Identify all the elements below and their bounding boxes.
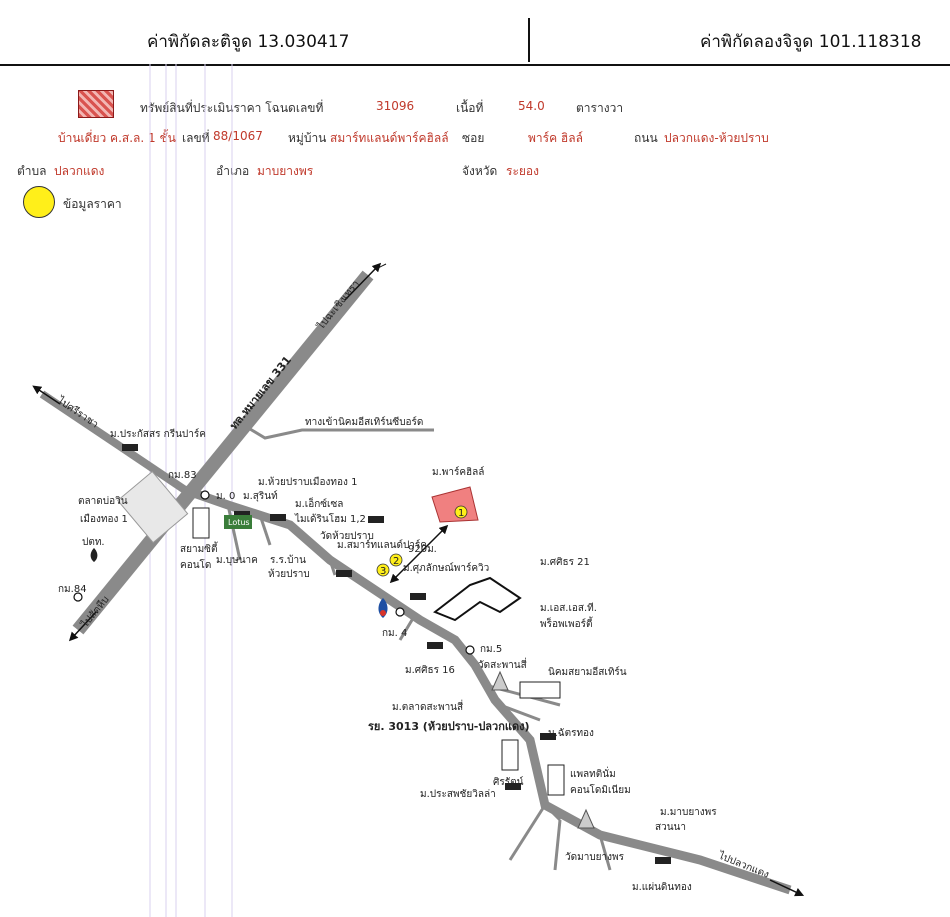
label-market2: เมืองทอง 1 xyxy=(80,513,128,525)
header-divider xyxy=(528,18,530,62)
road-label: ถนน xyxy=(634,131,658,145)
road-3013 xyxy=(183,485,792,895)
label-m-excel: ม.เอ็กซ์เซล xyxy=(295,496,343,510)
lotus-store xyxy=(224,515,252,529)
industrial-estate-icon xyxy=(519,681,561,699)
longitude-text: ค่าพิกัดลองจิจูด 101.118318 xyxy=(700,32,922,52)
label-km83: กม.83 xyxy=(168,470,197,481)
property-parcel xyxy=(431,486,479,523)
label-wat-saphan: วัดสะพานสี่ xyxy=(478,657,527,671)
label-m-excel2: ไมเด้รินโฮม 1,2 xyxy=(294,512,366,525)
arrow-chachoengsao xyxy=(344,262,382,301)
lotus-label: Lotus xyxy=(228,518,250,527)
label-distance: 920ม. xyxy=(408,544,437,555)
village-label: หมู่บ้าน xyxy=(288,131,327,145)
label-industrial-entrance: ทางเข้านิคมอีสเทิร์นซีบอร์ด xyxy=(305,416,423,428)
subdistrict-name: ปลวกแดง xyxy=(54,164,105,178)
village-name: สมาร์ทแลนด์พาร์คฮิลล์ xyxy=(330,131,449,145)
label-siam-city: สยามซิตี้ xyxy=(180,541,219,555)
label-km0: ม. 0 xyxy=(216,491,235,502)
area-value: 54.0 xyxy=(518,99,545,113)
market-area xyxy=(117,470,189,544)
marker-1-label: 1 xyxy=(458,508,464,519)
km-markers xyxy=(73,490,475,655)
label-plantinum2: คอนโดมิเนียม xyxy=(570,783,631,796)
subdistrict-label: ตำบล xyxy=(17,164,47,178)
province-label: จังหวัด xyxy=(462,164,498,178)
label-to-sriracha: ไปศรีราชา xyxy=(54,394,100,431)
label-school2: ห้วยปราบ xyxy=(268,568,310,580)
label-school: ร.ร.บ้าน xyxy=(270,554,306,566)
label-m-suphalak: ม.ศุภลักษณ์พาร์ควิว xyxy=(403,562,489,574)
district-label: อำเภอ xyxy=(216,164,250,178)
label-plantinum: แพลทตินั่ม xyxy=(570,766,616,780)
province-name: ระยอง xyxy=(506,164,539,178)
coordinate-header: ค่าพิกัดละติจูด 13.030417 ค่าพิกัดลองจิจ… xyxy=(0,0,950,66)
gas-station-icon xyxy=(90,548,98,562)
label-m-parkhill: ม.พาร์คฮิลล์ xyxy=(432,466,484,478)
temple-mabyang-icon xyxy=(577,808,595,829)
label-siam-city2: คอนโด xyxy=(180,558,211,571)
label-wat-mabyang: วัดมาบยางพร xyxy=(565,852,625,863)
label-m-talat: ม.ตลาดสะพานสี่ xyxy=(392,699,463,713)
label-m-st: ม.เอส.เอส.ที. xyxy=(540,602,597,614)
arrow-sattahip xyxy=(68,611,97,642)
label-road-331: ทล.หมายเลข 331 xyxy=(227,354,294,432)
property-legend-swatch xyxy=(78,90,114,118)
label-m-sirin21: ม.ศศิธร 21 xyxy=(540,557,590,568)
price-data-legend-dot xyxy=(23,186,55,218)
marker-2-label: 2 xyxy=(393,556,399,567)
road-industrial-entrance xyxy=(234,418,434,440)
ptt-logo-icon xyxy=(378,598,388,618)
soi-label: ซอย xyxy=(462,131,485,145)
label-m-bunnak: ม.บุษนาค xyxy=(216,555,258,566)
arrow-sriracha xyxy=(32,385,61,405)
label-ptt: ปตท. xyxy=(82,537,105,548)
label-to-chachoengsao: ไปฉะเชิงเทรา xyxy=(314,278,361,333)
label-m-smartland: ม.สมาร์ทแลนด์ปาร์ค xyxy=(337,539,427,551)
house-icons xyxy=(122,444,671,864)
marker-3-label: 3 xyxy=(380,566,386,577)
arrow-pluakdaeng xyxy=(769,879,805,897)
deed-number: 31096 xyxy=(376,99,415,113)
latitude-text: ค่าพิกัดละติจูด 13.030417 xyxy=(147,32,350,52)
district-name: มาบยางพร xyxy=(257,164,314,178)
marker-1 xyxy=(454,505,468,519)
building-type: บ้านเดี่ยว ค.ส.ล. 1 ชั้น xyxy=(58,131,176,145)
distance-arrow xyxy=(389,524,449,584)
area-unit: ตารางวา xyxy=(576,101,624,115)
label-m-phaen: ม.แผ่นดินทอง xyxy=(632,882,692,893)
label-m-mabyang: ม.มาบยางพร xyxy=(660,807,717,818)
road-name: ปลวกแดง-ห้วยปราบ xyxy=(664,131,769,145)
label-km84: กม.84 xyxy=(58,584,87,595)
label-km4: กม. 4 xyxy=(382,628,407,639)
map-labels: ทล.หมายเลข 331 ไปฉะเชิงเทรา ไปศรีราชา ไป… xyxy=(54,278,770,893)
label-sirat: ศิรรัตน์ xyxy=(493,776,524,788)
label-m-chitthong: ม.ฉัตรทอง xyxy=(548,728,594,739)
label-m-surin: ม.สุรินท์ xyxy=(243,490,278,502)
label-wat-huaiprap: วัดห้วยปราบ xyxy=(320,530,374,542)
temple-saphan-icon xyxy=(491,670,509,691)
label-m-huaiprap: ม.ห้วยปราบเมืองทอง 1 xyxy=(258,476,357,488)
road-sriracha xyxy=(39,390,188,494)
marker-3 xyxy=(376,563,390,577)
label-prakansorn: ม.ประกัสสร กรีนปาร์ค xyxy=(110,428,206,440)
condo-buildings xyxy=(192,507,565,796)
sst-property-outline xyxy=(433,576,522,622)
label-m-st2: พร็อพเพอร์ตี้ xyxy=(540,616,594,630)
label-km5: กม.5 xyxy=(480,644,502,655)
label-industrial: นิคมสยามอีสเทิร์น xyxy=(548,666,627,678)
label-m-sirin16: ม.ศศิธร 16 xyxy=(405,665,455,676)
label-market: ตลาดบ่อวิน xyxy=(78,496,128,507)
label-road-3013: รย. 3013 (ห้วยปราบ-ปลวกแดง) xyxy=(368,720,530,733)
soi-name: พาร์ค ฮิลล์ xyxy=(528,131,583,145)
label-m-prasop: ม.ประสพชัยวิลล่า xyxy=(420,789,496,800)
house-no-label: เลขที่ xyxy=(182,131,210,145)
price-data-legend-label: ข้อมูลราคา xyxy=(63,197,122,211)
house-no: 88/1067 xyxy=(213,129,263,143)
label-m-mabyang2: สวนนา xyxy=(655,822,686,833)
area-label: เนื้อที่ xyxy=(456,101,484,115)
